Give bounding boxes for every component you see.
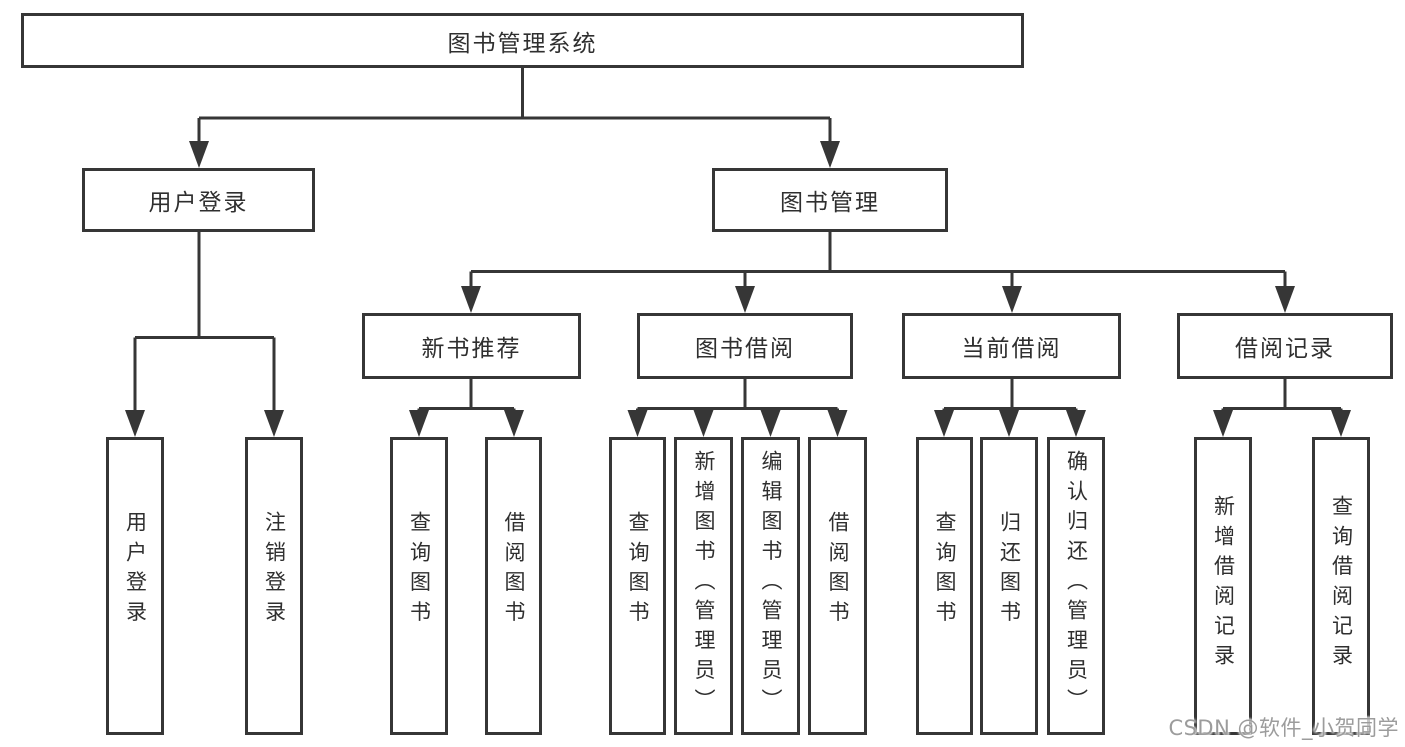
node-new-book-recommend: 新书推荐	[362, 313, 581, 379]
arrowhead-down-icon	[760, 410, 781, 437]
leaf-borrow-books-1: 借阅图书	[485, 437, 542, 735]
arrowhead-down-icon	[409, 410, 429, 437]
arrowhead-down-icon	[627, 410, 648, 437]
arrowhead-down-icon	[1066, 410, 1086, 437]
node-root: 图书管理系统	[21, 13, 1024, 68]
arrowhead-down-icon	[735, 286, 755, 313]
leaf-return-book: 归还图书	[980, 437, 1038, 735]
node-book-borrow: 图书借阅	[637, 313, 853, 379]
arrowhead-down-icon	[999, 410, 1019, 437]
arrowhead-down-icon	[461, 286, 481, 313]
arrowhead-down-icon	[827, 410, 848, 437]
node-book-management: 图书管理	[712, 168, 948, 232]
leaf-query-borrow-record: 查询借阅记录	[1312, 437, 1370, 735]
leaf-confirm-return-admin: 确认归还（管理员）	[1047, 437, 1105, 735]
leaf-user-login: 用户登录	[106, 437, 164, 735]
arrowhead-down-icon	[934, 410, 954, 437]
node-current-borrow: 当前借阅	[902, 313, 1121, 379]
arrowhead-down-icon	[504, 410, 524, 437]
arrowhead-down-icon	[1213, 410, 1233, 437]
leaf-edit-book-admin: 编辑图书（管理员）	[741, 437, 800, 735]
leaf-query-books-3: 查询图书	[916, 437, 973, 735]
node-borrow-records: 借阅记录	[1177, 313, 1393, 379]
arrowhead-down-icon	[693, 410, 714, 437]
node-user-login: 用户登录	[82, 168, 315, 232]
arrowhead-down-icon	[1331, 410, 1351, 437]
leaf-query-books-2: 查询图书	[609, 437, 666, 735]
arrowhead-down-icon	[189, 141, 209, 168]
arrowhead-down-icon	[125, 410, 145, 437]
arrowhead-down-icon	[1002, 286, 1022, 313]
arrowhead-down-icon	[264, 410, 284, 437]
leaf-borrow-books-2: 借阅图书	[808, 437, 867, 735]
arrowhead-down-icon	[820, 141, 840, 168]
leaf-add-borrow-record: 新增借阅记录	[1194, 437, 1252, 735]
csdn-watermark: CSDN @软件_小贺同学	[1168, 716, 1399, 740]
leaf-add-book-admin: 新增图书（管理员）	[674, 437, 733, 735]
leaf-query-books-1: 查询图书	[390, 437, 448, 735]
leaf-logout: 注销登录	[245, 437, 303, 735]
arrowhead-down-icon	[1275, 286, 1295, 313]
